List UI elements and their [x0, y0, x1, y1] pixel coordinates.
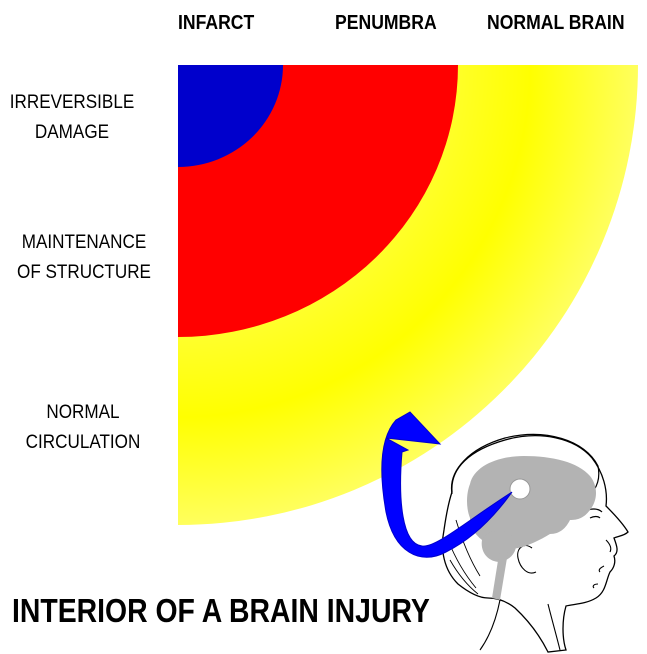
diagram-title: INTERIOR OF A BRAIN INJURY — [12, 592, 430, 630]
head-profile-illustration — [443, 434, 628, 652]
lesion-spot — [510, 479, 530, 499]
